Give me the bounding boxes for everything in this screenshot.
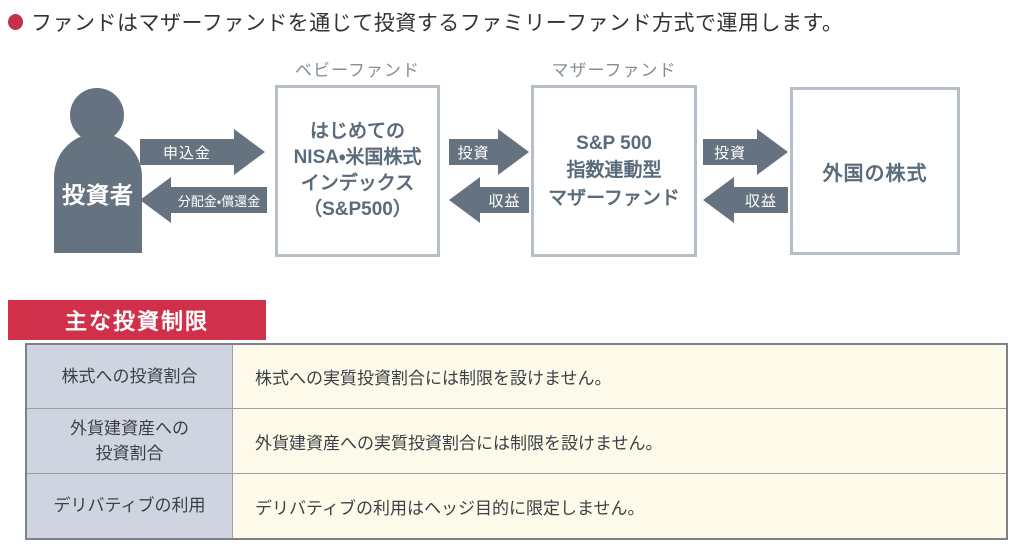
invest-arrow-mother-to-stocks: 投資 bbox=[703, 129, 788, 175]
subscription-arrow: 申込金 bbox=[140, 129, 265, 175]
invest-arrow-baby-to-mother: 投資 bbox=[449, 129, 529, 175]
row-label-cell: 株式への投資割合 bbox=[27, 345, 233, 408]
invest-arrow-label: 投資 bbox=[449, 139, 498, 165]
subscription-arrow-label: 申込金 bbox=[140, 139, 234, 165]
restrictions-table: 株式への投資割合 株式への実質投資割合には制限を設けません。 外貨建資産への 投… bbox=[25, 343, 1008, 540]
return-arrow-mother-to-baby: 収益 bbox=[449, 177, 529, 223]
return-arrow-label: 収益 bbox=[480, 187, 529, 213]
foreign-stocks-label: 外国の株式 bbox=[822, 162, 928, 185]
distribution-arrow-label: 分配金・償還金 bbox=[171, 187, 267, 213]
page-title-text: ファンドはマザーファンドを通じて投資するファミリーファンド方式で運用します。 bbox=[31, 12, 844, 35]
investor-label: 投資者 bbox=[62, 182, 134, 208]
arrow-right-icon bbox=[234, 129, 265, 175]
foreign-stocks-box: 外国の株式 bbox=[790, 87, 960, 255]
row-value-cell: デリバティブの利用はヘッジ目的に限定しません。 bbox=[233, 474, 1006, 538]
restrictions-heading: 主な投資制限 bbox=[8, 300, 266, 340]
return-arrow-stocks-to-mother: 収益 bbox=[703, 177, 788, 223]
row-value-cell: 外貨建資産への実質投資割合には制限を設けません。 bbox=[233, 409, 1006, 473]
baby-fund-caption: ベビーファンド bbox=[295, 61, 420, 80]
arrow-right-icon bbox=[498, 129, 529, 175]
mother-fund-box: S&P 500 指数連動型 マザーファンド bbox=[531, 85, 697, 257]
mother-fund-name: S&P 500 指数連動型 マザーファンド bbox=[548, 132, 680, 209]
row-label-cell: 外貨建資産への 投資割合 bbox=[27, 409, 233, 473]
arrow-right-icon bbox=[757, 129, 788, 175]
invest-arrow-label: 投資 bbox=[703, 139, 757, 165]
table-row: 外貨建資産への 投資割合 外貨建資産への実質投資割合には制限を設けません。 bbox=[27, 409, 1006, 474]
table-row: デリバティブの利用 デリバティブの利用はヘッジ目的に限定しません。 bbox=[27, 474, 1006, 538]
return-arrow-label: 収益 bbox=[734, 187, 788, 213]
row-value-cell: 株式への実質投資割合には制限を設けません。 bbox=[233, 345, 1006, 408]
mother-fund-caption: マザーファンド bbox=[551, 61, 677, 80]
family-fund-diagram: 投資者 ベビーファンド マザーファンド はじめての NISA・米国株式 インデッ… bbox=[0, 48, 1024, 290]
arrow-left-icon bbox=[140, 177, 171, 223]
arrow-left-icon bbox=[703, 177, 734, 223]
arrow-left-icon bbox=[449, 177, 480, 223]
page-title: ファンドはマザーファンドを通じて投資するファミリーファンド方式で運用します。 bbox=[8, 7, 843, 37]
bullet-icon bbox=[8, 14, 23, 30]
baby-fund-box: はじめての NISA・米国株式 インデックス （S&P500） bbox=[275, 85, 440, 257]
distribution-arrow: 分配金・償還金 bbox=[140, 177, 267, 223]
table-row: 株式への投資割合 株式への実質投資割合には制限を設けません。 bbox=[27, 345, 1006, 409]
baby-fund-name: はじめての NISA・米国株式 インデックス （S&P500） bbox=[293, 120, 422, 221]
investor-figure: 投資者 bbox=[54, 133, 142, 253]
row-label-cell: デリバティブの利用 bbox=[27, 474, 233, 538]
